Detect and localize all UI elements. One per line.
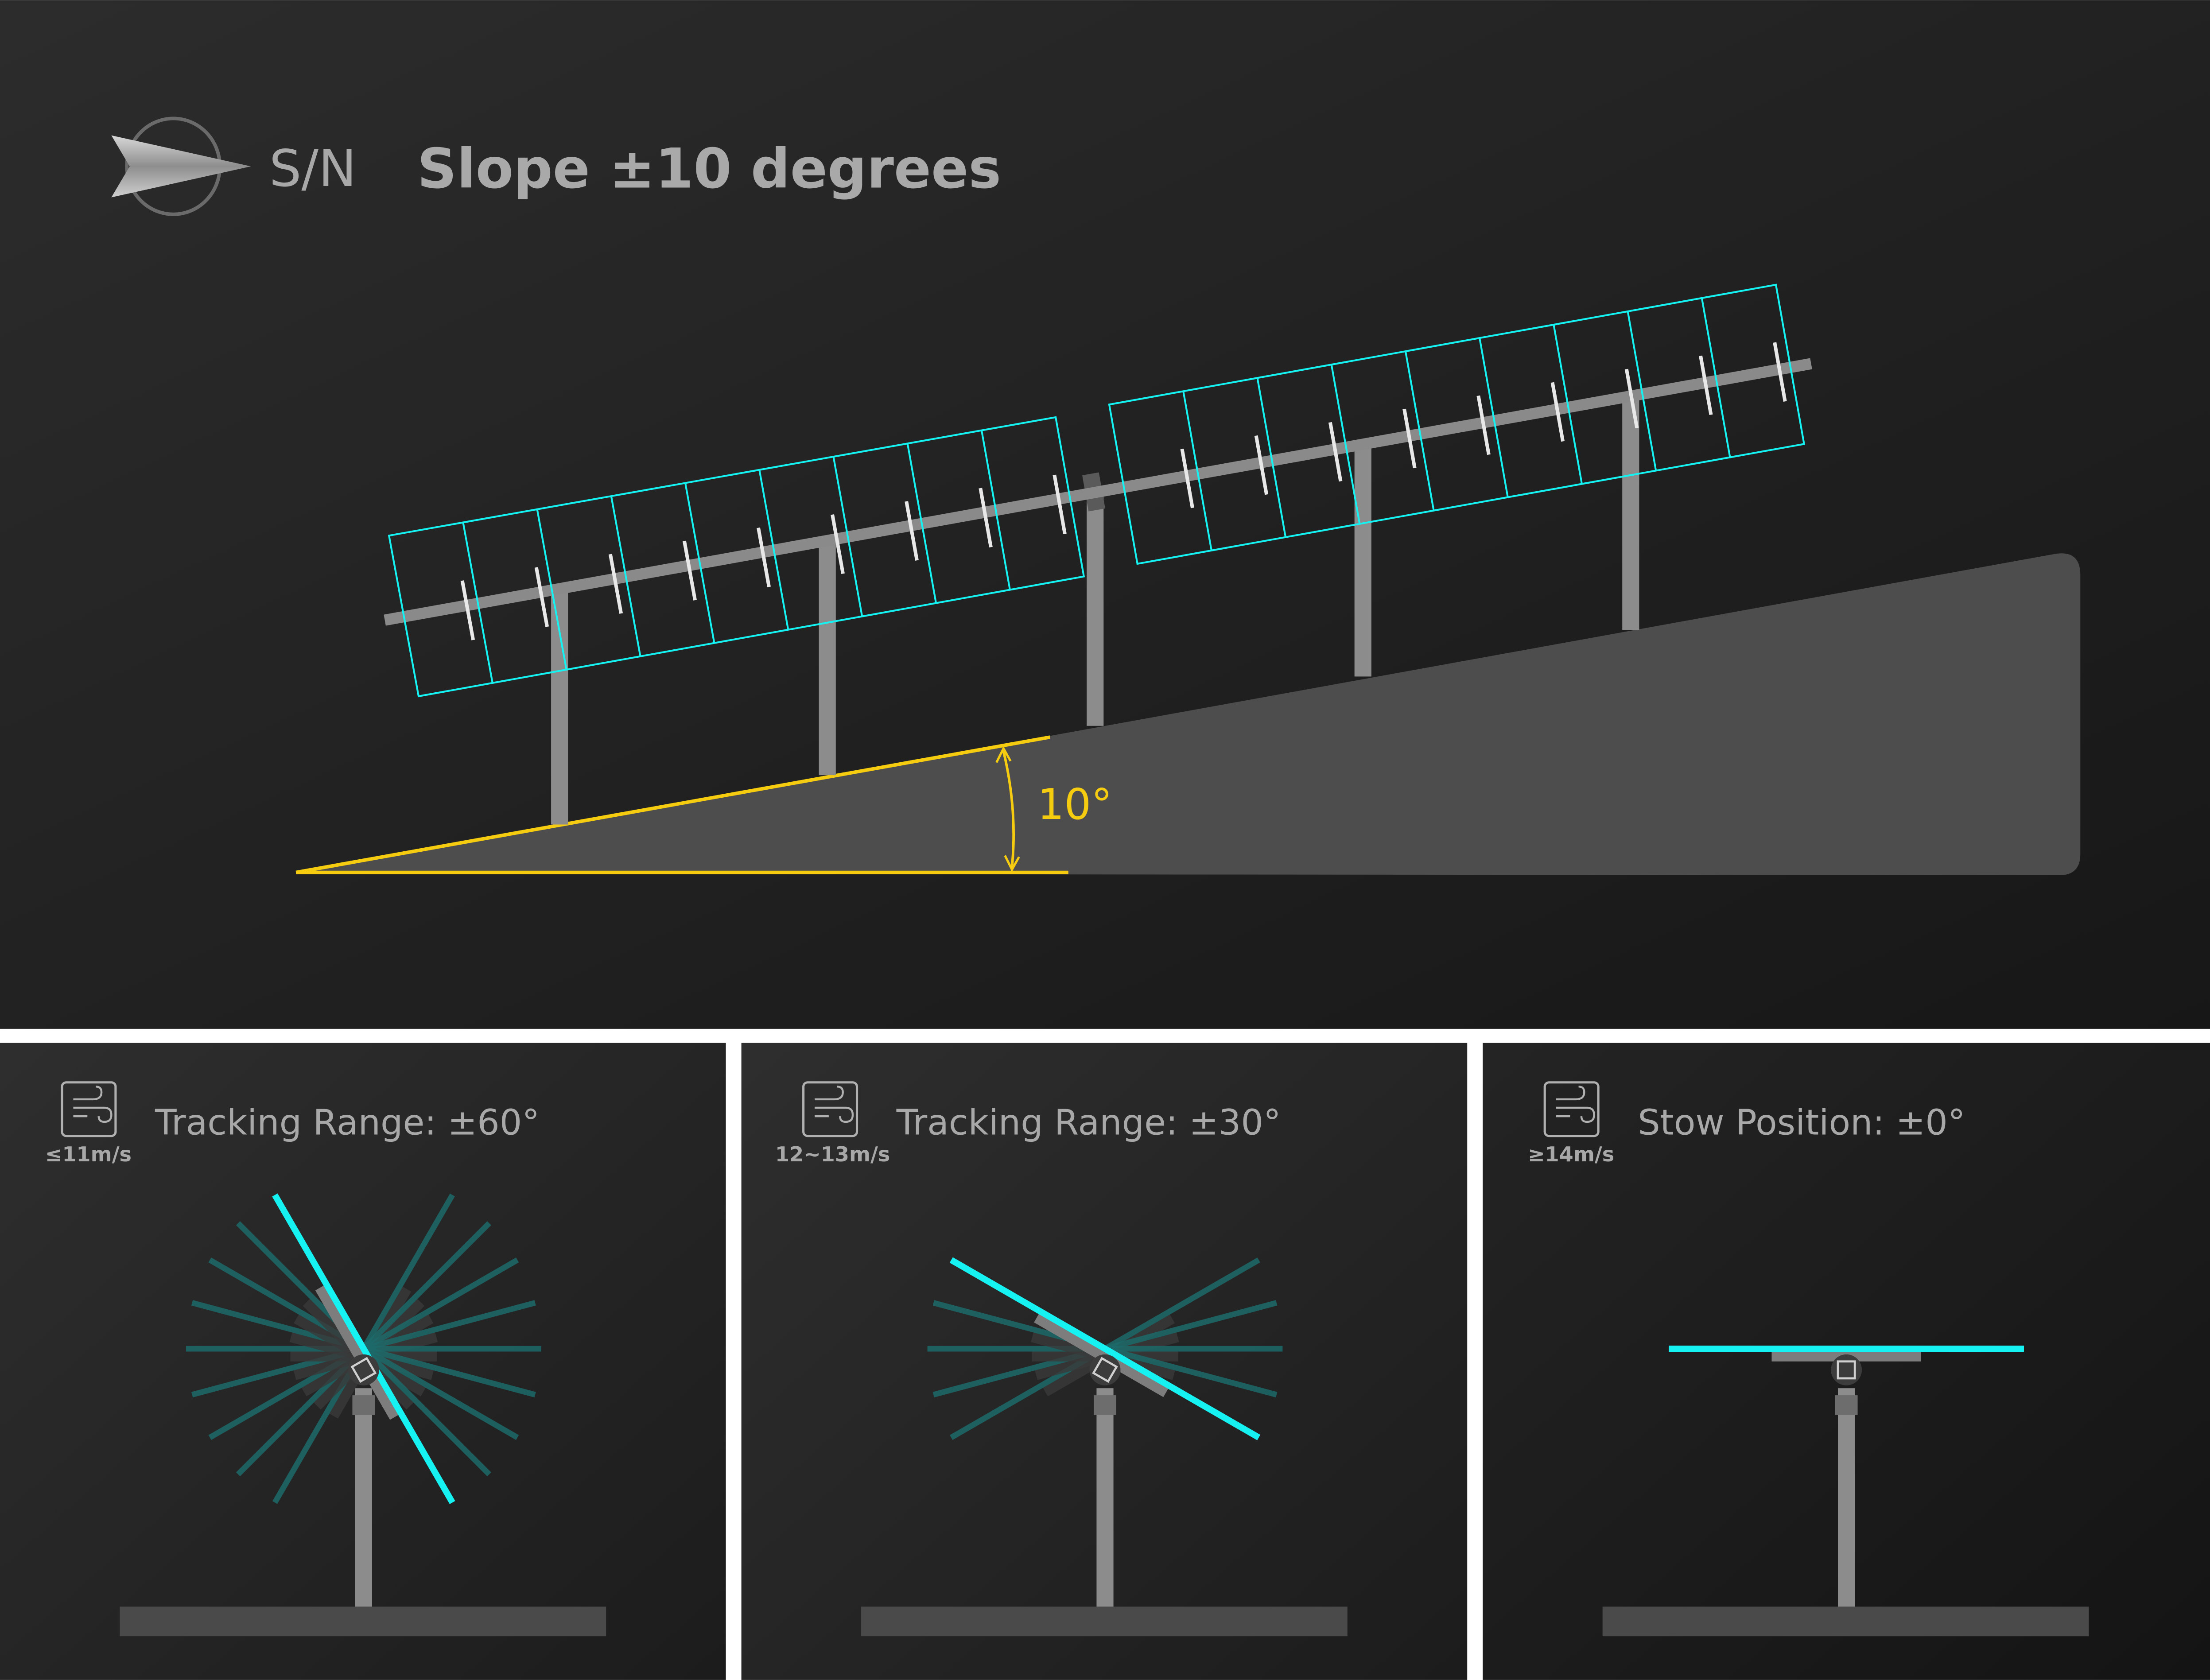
- wind-icon: [802, 1081, 858, 1137]
- module-divider: [832, 456, 863, 617]
- module-divider: [906, 443, 937, 603]
- tracker-post: [1096, 1388, 1114, 1607]
- arrow-up-icon: [995, 746, 1012, 763]
- support-post: [1087, 493, 1104, 726]
- module-clamp: [831, 514, 845, 574]
- module-clamp: [1180, 448, 1194, 508]
- support-post: [1622, 397, 1639, 630]
- module-clamp: [682, 540, 697, 601]
- pivot-bearing: [348, 1354, 379, 1385]
- pivot-bearing: [1831, 1354, 1862, 1385]
- module-clamp: [1550, 382, 1565, 442]
- module-clamp: [1053, 474, 1067, 535]
- pv-array-2: [1108, 283, 1806, 565]
- module-clamp: [979, 488, 993, 547]
- module-divider: [1627, 311, 1657, 471]
- ground-base: [1602, 1606, 2089, 1637]
- sloped-ground: [296, 553, 2081, 876]
- mode-title: Stow Position: ±0°: [1638, 1102, 1965, 1143]
- module-divider: [1182, 391, 1212, 551]
- torque-tube-section: [350, 1357, 377, 1383]
- angle-arc: [1002, 751, 1015, 867]
- module-divider: [1553, 324, 1583, 484]
- module-divider: [610, 496, 641, 657]
- wind-icon: [61, 1081, 117, 1137]
- mode-panel-1: Tracking Range: ±60° ≤11m/s: [45, 1081, 606, 1637]
- module-rail: [315, 1285, 399, 1420]
- tracker-post: [355, 1388, 372, 1607]
- module-divider: [1330, 364, 1361, 524]
- module-clamp: [757, 527, 771, 587]
- ground-base: [861, 1606, 1348, 1637]
- mode-title: Tracking Range: ±30°: [896, 1102, 1281, 1143]
- slope-angle-label: 10°: [1037, 780, 1112, 829]
- page-title: Slope ±10 degrees: [417, 137, 1001, 201]
- compass-icon: [111, 116, 251, 216]
- module-clamp: [1476, 395, 1491, 455]
- module-divider: [1404, 351, 1435, 511]
- module-clamp: [905, 501, 919, 561]
- support-post: [819, 543, 836, 776]
- pivot-bearing: [1089, 1354, 1121, 1385]
- wind-speed-label: ≥14m/s: [1528, 1142, 1614, 1166]
- module-clamp: [608, 554, 623, 614]
- module-clamp: [534, 567, 549, 627]
- module-divider: [1479, 338, 1509, 497]
- module-clamp: [1773, 342, 1787, 402]
- mode-panel-2: Tracking Range: ±30°12~13m/s: [775, 1081, 1348, 1637]
- module-divider: [758, 469, 789, 630]
- ground-base: [120, 1606, 606, 1637]
- module-clamp: [1254, 435, 1269, 495]
- wind-speed-label: 12~13m/s: [775, 1142, 890, 1166]
- module-divider: [1701, 298, 1731, 458]
- module-clamp: [1402, 408, 1417, 469]
- orientation-label: S/N: [269, 140, 357, 198]
- arrow-down-icon: [1004, 855, 1020, 872]
- post-bracket: [352, 1395, 375, 1415]
- torque-tube: [384, 358, 1812, 626]
- mode-panel-3: Stow Position: ±0° ≥14m/s: [1528, 1081, 2089, 1637]
- module-divider: [684, 483, 715, 644]
- module-clamp: [460, 580, 475, 640]
- mode-title: Tracking Range: ±60°: [155, 1102, 540, 1143]
- wind-icon: [1543, 1081, 1600, 1137]
- slope-line: [295, 735, 1051, 874]
- wind-speed-label: ≤11m/s: [45, 1142, 132, 1166]
- pv-array-1: [388, 416, 1085, 698]
- tracker-post: [1838, 1388, 1855, 1607]
- module-clamp: [1328, 422, 1343, 482]
- torque-tube-section: [1837, 1360, 1856, 1380]
- post-bracket: [1835, 1395, 1858, 1415]
- module-divider: [462, 522, 493, 683]
- module-divider: [980, 430, 1011, 590]
- active-panel-position: [272, 1193, 455, 1504]
- torque-tube-section: [1092, 1357, 1118, 1383]
- post-bracket: [1094, 1395, 1116, 1415]
- support-post: [1354, 444, 1371, 677]
- module-divider: [1256, 377, 1287, 538]
- module-clamp: [1624, 369, 1639, 429]
- module-clamp: [1699, 355, 1713, 415]
- active-panel: [272, 1193, 455, 1504]
- module-divider: [536, 509, 567, 670]
- active-panel: [949, 1257, 1261, 1440]
